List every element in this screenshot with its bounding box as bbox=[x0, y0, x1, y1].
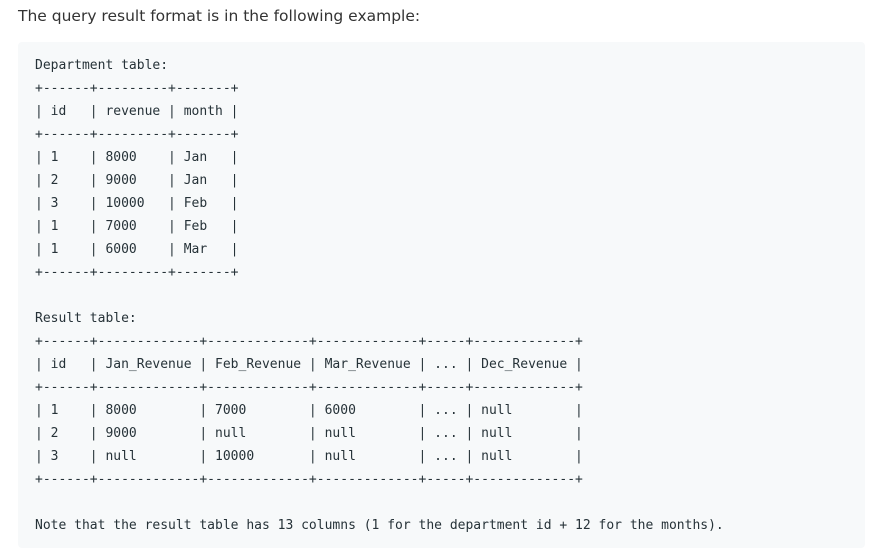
department-table-caption: Department table: bbox=[35, 58, 169, 73]
department-table-row: | 1 | 6000 | Mar | bbox=[35, 242, 239, 257]
result-table-caption: Result table: bbox=[35, 311, 137, 326]
department-table-row: | 1 | 8000 | Jan | bbox=[35, 150, 239, 165]
result-table-border-bottom: +------+-------------+-------------+----… bbox=[35, 472, 583, 487]
intro-text: The query result format is in the follow… bbox=[18, 7, 421, 25]
result-note: Note that the result table has 13 column… bbox=[35, 518, 724, 533]
department-table-border-top: +------+---------+-------+ bbox=[35, 81, 239, 96]
code-block: Department table: +------+---------+----… bbox=[18, 42, 865, 548]
department-table-row: | 2 | 9000 | Jan | bbox=[35, 173, 239, 188]
department-table-header: | id | revenue | month | bbox=[35, 104, 239, 119]
department-table-row: | 3 | 10000 | Feb | bbox=[35, 196, 239, 211]
department-table-border-bottom: +------+---------+-------+ bbox=[35, 265, 239, 280]
department-table-row: | 1 | 7000 | Feb | bbox=[35, 219, 239, 234]
result-table-row: | 1 | 8000 | 7000 | 6000 | ... | null | bbox=[35, 403, 583, 418]
department-table-border-mid: +------+---------+-------+ bbox=[35, 127, 239, 142]
result-table-row: | 2 | 9000 | null | null | ... | null | bbox=[35, 426, 583, 441]
result-table-border-top: +------+-------------+-------------+----… bbox=[35, 334, 583, 349]
result-table-header: | id | Jan_Revenue | Feb_Revenue | Mar_R… bbox=[35, 357, 583, 372]
result-table-border-mid: +------+-------------+-------------+----… bbox=[35, 380, 583, 395]
result-table-row: | 3 | null | 10000 | null | ... | null | bbox=[35, 449, 583, 464]
